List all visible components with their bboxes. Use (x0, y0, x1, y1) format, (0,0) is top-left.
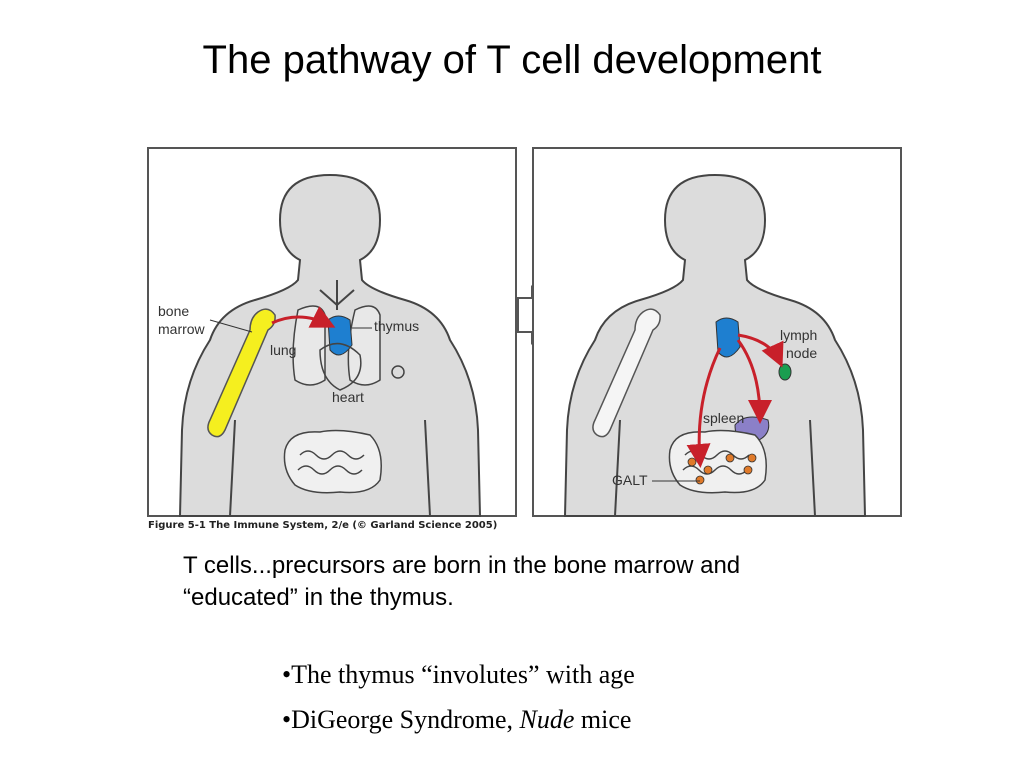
right-body-silhouette (563, 173, 867, 517)
arrow-thymus-to-galt (686, 347, 722, 468)
label-lung: lung (270, 342, 296, 358)
arrow-bm-to-thymus (271, 306, 336, 328)
bullet-item: •DiGeorge Syndrome, Nude mice (282, 697, 635, 742)
left-intestines (283, 429, 382, 494)
heart-shape (319, 342, 362, 391)
label-node: node (786, 345, 817, 361)
bullet-text: •DiGeorge Syndrome, (282, 705, 520, 734)
body-text-line-2: “educated” in the thymus. (183, 584, 454, 611)
body-text: T cells...precursors are born in the bon… (183, 550, 943, 614)
slide-title: The pathway of T cell development (202, 38, 822, 82)
bullet-text: •The thymus “involutes” with age (282, 660, 635, 689)
thymus-shape (327, 315, 353, 356)
right-thymus-shape (715, 317, 741, 358)
t-cell-pathway-figure: bone marrow lung thymus heart (140, 140, 920, 530)
bullet-item: •The thymus “involutes” with age (282, 652, 635, 697)
bullet-italic: Nude (519, 705, 575, 734)
label-spleen: spleen (703, 410, 744, 426)
arrow-thymus-to-lymph-node (737, 333, 784, 368)
bullet-list: •The thymus “involutes” with age •DiGeor… (282, 652, 635, 742)
figure-caption: Figure 5-1 The Immune System, 2/e (© Gar… (148, 520, 498, 531)
arrow-thymus-to-spleen (736, 339, 772, 424)
left-panel: bone marrow lung thymus heart (147, 147, 517, 517)
label-lymph: lymph (780, 327, 817, 343)
label-thymus: thymus (374, 318, 419, 334)
label-galt: GALT (612, 472, 648, 488)
label-heart: heart (332, 389, 364, 405)
bullet-suffix: mice (574, 705, 632, 734)
label-marrow: marrow (158, 321, 206, 337)
lymph-node-shape (778, 363, 792, 381)
body-text-line-1: T cells...precursors are born in the bon… (183, 552, 741, 579)
right-panel: lymph node spleen GALT (532, 147, 902, 517)
label-bone: bone (158, 303, 189, 319)
bone-marrow-shape (207, 308, 276, 438)
